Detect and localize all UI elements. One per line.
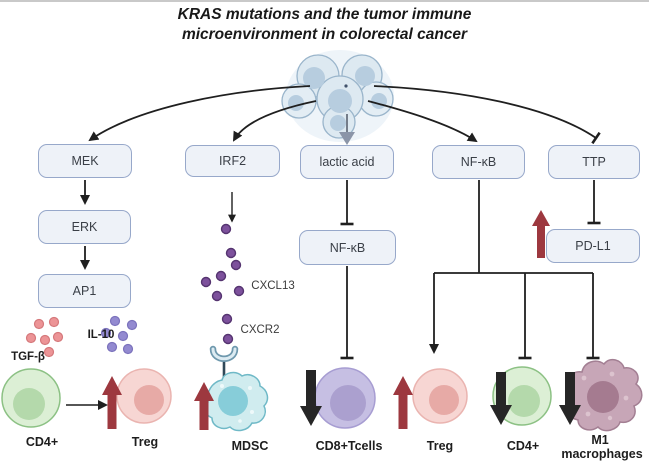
node-lactic-acid: lactic acid: [300, 145, 394, 179]
treg-cell-left: [116, 368, 172, 424]
arrow-kras-to-lactic-acid: [339, 114, 355, 145]
node-nfkb-lower: NF-κB: [299, 230, 396, 265]
node-pdl1: PD-L1: [546, 229, 640, 263]
node-erk: ERK: [38, 210, 131, 244]
title-line-1: KRAS mutations and the tumor immune: [177, 6, 472, 23]
il10-dots: [100, 315, 138, 355]
node-irf2: IRF2: [185, 145, 280, 177]
title-line-2: microenvironment in colorectal cancer: [181, 26, 468, 43]
decrease-arrow-cd4-right: [490, 372, 512, 425]
arrow-kras-to-nfkb: [367, 100, 478, 143]
decrease-arrow-cd8: [300, 370, 322, 426]
node-ttp-label: TTP: [582, 155, 606, 169]
label-m1-line1: M1: [591, 433, 609, 447]
arrow-kras-to-irf2: [232, 100, 317, 142]
label-cd8: CD8+Tcells: [315, 439, 383, 453]
label-cd4-left: CD4+: [25, 435, 59, 449]
node-pdl1-label: PD-L1: [575, 239, 611, 253]
node-ap1-label: AP1: [72, 284, 97, 298]
increase-arrow-treg-left: [102, 376, 122, 429]
label-m1-line2: macrophages: [561, 447, 643, 461]
node-nfkb-upper: NF-κB: [432, 145, 525, 179]
m1-macrophage-cell: [564, 358, 643, 432]
increase-arrow-treg-right: [393, 376, 413, 429]
label-cd4-right: CD4+: [506, 439, 540, 453]
label-treg-right: Treg: [426, 439, 454, 453]
node-erk-label: ERK: [71, 220, 98, 234]
node-nfkb-lower-label: NF-κB: [329, 240, 366, 255]
node-nfkb-upper-label: NF-κB: [460, 155, 497, 169]
tumor-cell-cluster-illustration: [281, 50, 394, 142]
node-ap1: AP1: [38, 274, 131, 308]
label-treg-left: Treg: [131, 435, 159, 449]
label-cxcl13: CXCL13: [251, 280, 295, 292]
inhibition-kras-to-ttp: [373, 85, 601, 145]
decrease-arrow-m1: [559, 372, 581, 425]
node-lactic-acid-label: lactic acid: [319, 155, 375, 169]
label-mdsc: MDSC: [231, 439, 269, 453]
node-irf2-label: IRF2: [218, 154, 247, 168]
label-tgfb: TGF-β: [11, 351, 45, 363]
node-mek: MEK: [38, 144, 132, 178]
tgfb-dots: [25, 316, 64, 358]
node-ttp: TTP: [548, 145, 640, 179]
page-title: KRAS mutations and the tumor immune micr…: [0, 5, 649, 45]
cxcl13-dots: [200, 223, 245, 345]
label-il10: IL-10: [87, 329, 115, 341]
increase-arrow-mdsc: [194, 382, 214, 430]
label-cxcr2: CXCR2: [240, 324, 280, 336]
node-mek-label: MEK: [71, 154, 99, 168]
cd4-cell-left: [1, 368, 61, 428]
mdsc-cell: [203, 371, 269, 432]
arrow-kras-to-mek: [88, 85, 311, 142]
cd8-cell: [314, 367, 376, 429]
treg-cell-right: [412, 368, 468, 424]
increase-arrow-pdl1: [532, 210, 550, 258]
